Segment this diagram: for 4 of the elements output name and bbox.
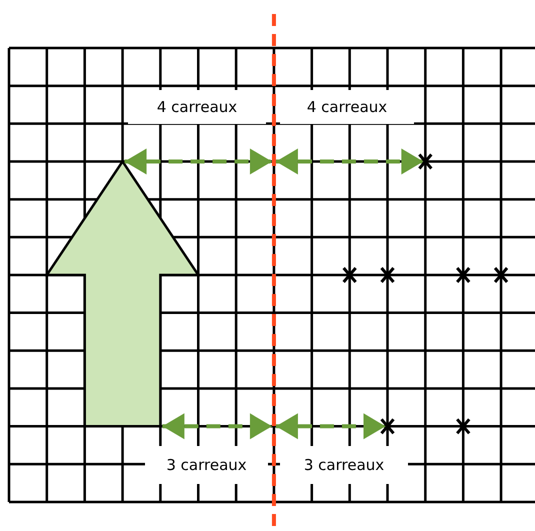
measure-label: 4 carreaux	[156, 96, 238, 118]
measure-label: 3 carreaux	[166, 454, 247, 476]
measure-label: 4 carreaux	[306, 96, 388, 118]
measure-label: 3 carreaux	[304, 454, 384, 476]
